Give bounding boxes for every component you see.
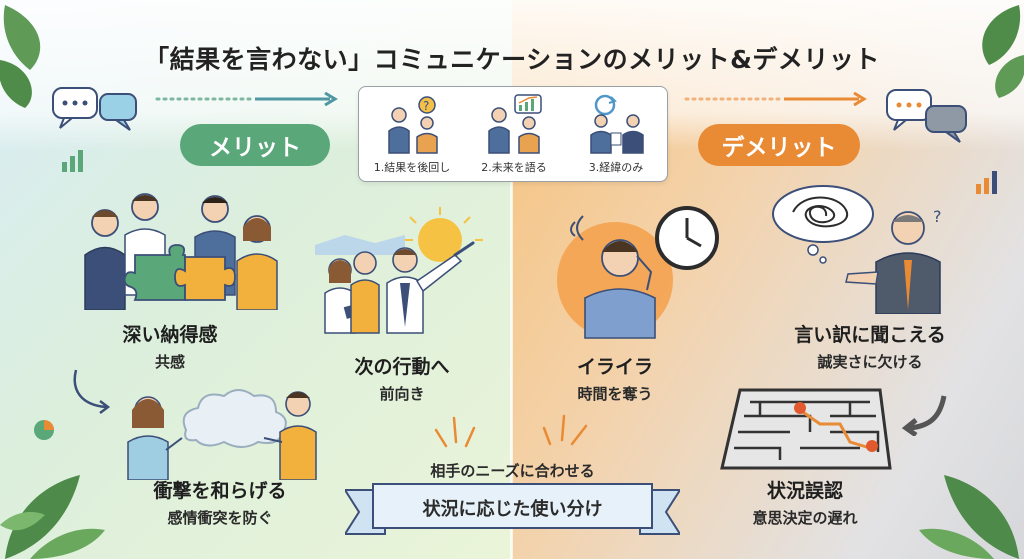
svg-text:?: ?	[423, 99, 429, 113]
speech-bubbles-left-icon	[52, 87, 137, 131]
approach-item-1: ? 1.結果を後回し	[361, 91, 463, 179]
demerit-item-3-title: 状況誤認	[766, 480, 843, 502]
approach-label-1: 1.結果を後回し	[373, 161, 451, 174]
demerit-item-1: イライラ 時間を奪う	[540, 352, 690, 404]
approach-item-2: 2.未来を語る	[463, 91, 565, 179]
maze-icon	[720, 388, 892, 470]
approach-label-3: 3.経緯のみ	[588, 161, 644, 174]
curve-arrow-left-icon	[73, 369, 111, 414]
cloud-conversation-icon	[127, 389, 317, 480]
banner-top-text: 相手のニーズに合わせる	[430, 462, 595, 480]
pie-chart-small-icon	[34, 420, 54, 440]
merit-item-1: 深い納得感 共感	[95, 320, 245, 372]
merit-item-1-sub: 共感	[154, 353, 185, 371]
speech-bubbles-right-icon	[886, 89, 967, 143]
leaf-top-right-icon	[982, 5, 1024, 98]
question-conversation-icon: ?	[388, 96, 438, 154]
merit-item-3: 衝撃を和らげる 感情衝突を防ぐ	[120, 476, 320, 528]
demerit-item-2-title: 言い訳に聞こえる	[794, 324, 946, 346]
center-divider	[510, 150, 513, 559]
sparkle-left-icon	[434, 416, 476, 448]
puzzle-team-icon	[84, 193, 278, 310]
demerit-item-1-sub: 時間を奪う	[577, 385, 653, 403]
leaf-bottom-left-icon	[0, 475, 105, 559]
merit-item-3-sub: 感情衝突を防ぐ	[167, 509, 273, 527]
demerit-item-3-sub: 意思決定の遅れ	[752, 509, 858, 527]
leaf-bottom-right-icon	[919, 475, 1019, 559]
pointing-sunrise-icon	[315, 207, 483, 334]
banner-ribbon	[345, 483, 680, 535]
merit-item-1-title: 深い納得感	[122, 324, 218, 346]
svg-text:?: ?	[933, 207, 942, 226]
demerit-item-2: 言い訳に聞こえる 誠実さに欠ける	[770, 320, 970, 372]
approach-item-3: 3.経緯のみ	[565, 91, 667, 179]
page-title: 「結果を言わない」コミュニケーションのメリット&デメリット	[144, 45, 880, 74]
bar-chart-small-icon	[62, 150, 83, 172]
clock-frustration-icon	[557, 206, 719, 339]
demerit-item-1-title: イライラ	[576, 356, 653, 378]
merit-heading: メリット	[180, 124, 330, 166]
merit-item-2: 次の行動へ 前向き	[322, 352, 482, 404]
merit-item-3-title: 衝撃を和らげる	[153, 480, 287, 502]
sparkle-icon	[542, 414, 588, 446]
growth-chart-conversation-icon	[488, 94, 542, 154]
banner-main-text: 状況に応じた使い分け	[422, 499, 603, 520]
approach-label-2: 2.未来を語る	[481, 161, 547, 174]
process-cycle-conversation-icon	[590, 94, 644, 154]
arrow-right-icon	[684, 92, 867, 106]
demerit-heading: デメリット	[698, 124, 860, 166]
merit-item-2-sub: 前向き	[379, 385, 425, 403]
demerit-item-2-sub: 誠実さに欠ける	[817, 353, 923, 371]
bar-chart-orange-icon	[976, 171, 997, 194]
merit-item-2-title: 次の行動へ	[354, 356, 450, 378]
demerit-item-3: 状況誤認 意思決定の遅れ	[715, 476, 895, 528]
curve-arrow-right-icon	[901, 395, 947, 436]
tangled-thought-icon: ?	[772, 185, 942, 314]
leaf-top-left-icon	[0, 5, 41, 108]
arrow-left-icon	[155, 92, 338, 106]
approach-panel: ? 1.結果を後回し 2.未来を語る 3.経緯のみ	[358, 86, 668, 182]
